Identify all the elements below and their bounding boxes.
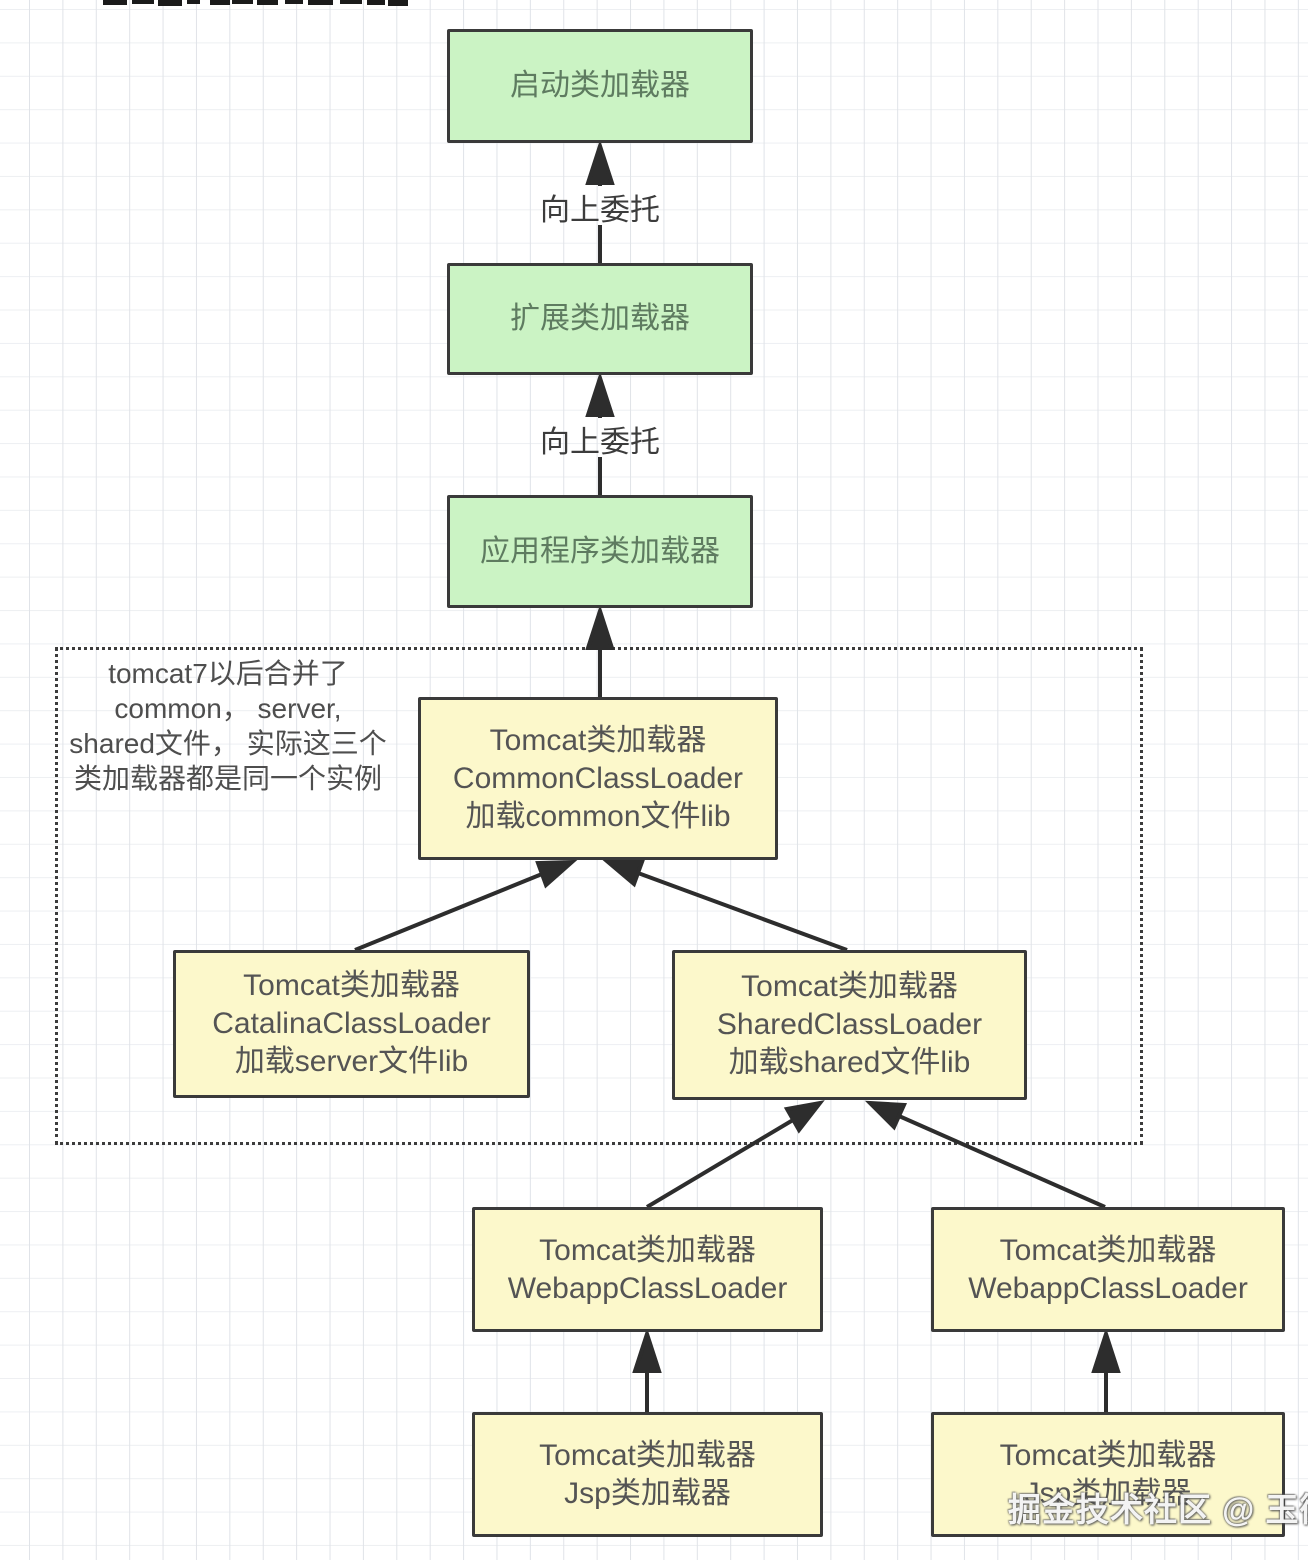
watermark-text: 掘金技术社区 @ 玉衡子 [1008,1491,1308,1528]
node-line: SharedClassLoader [716,1008,983,1041]
node-jsp-classloader-left: Tomcat类加载器 Jsp类加载器 [472,1412,823,1537]
node-line: Tomcat类加载器 [539,1233,756,1267]
node-label: 启动类加载器 [510,69,690,102]
node-line: Tomcat类加载器 [489,723,707,757]
node-label: 扩展类加载器 [510,302,690,335]
annotation-text: tomcat7以后合并了 common， server, shared文件， 实… [50,656,406,796]
node-label: 应用程序类加载器 [480,534,720,568]
node-catalina-classloader: Tomcat类加载器 CatalinaClassLoader 加载server文… [173,950,530,1098]
node-webapp-classloader-left: Tomcat类加载器 WebappClassLoader [472,1207,823,1332]
annotation-line: shared文件， 实际这三个 [69,728,387,759]
arrowhead [1091,1327,1121,1373]
annotation-line: 类加载器都是同一个实例 [73,763,382,794]
node-jsp-classloader-right: Tomcat类加载器 Jsp类加载器 [931,1412,1285,1537]
node-extension-classloader: 扩展类加载器 [447,263,753,375]
node-line: Tomcat类加载器 [999,1233,1217,1267]
node-line: Tomcat类加载器 [243,969,460,1002]
node-line: CommonClassLoader [452,761,744,795]
node-line: 加载common文件lib [465,799,731,833]
node-webapp-classloader-right: Tomcat类加载器 WebappClassLoader [931,1207,1285,1332]
arrowhead [585,139,615,185]
node-line: WebappClassLoader [968,1271,1248,1305]
node-bootstrap-classloader: 启动类加载器 [447,29,753,143]
cropped-heading-fragment [103,0,413,7]
annotation-line: tomcat7以后合并了 [108,658,348,689]
node-line: Jsp类加载器 [1024,1476,1192,1510]
edge-label-delegate-up-2: 向上委托 [540,426,660,459]
node-line: 加载server文件lib [234,1045,469,1078]
arrowhead [585,371,615,417]
arrowhead [585,604,615,650]
node-line: Tomcat类加载器 [539,1438,756,1472]
arrowhead [632,1327,662,1373]
node-shared-classloader: Tomcat类加载器 SharedClassLoader 加载shared文件l… [672,950,1027,1100]
edge-label-delegate-up-1: 向上委托 [540,194,660,227]
node-line: Tomcat类加载器 [999,1438,1217,1472]
annotation-line: common， server, [114,693,342,724]
node-line: 加载shared文件lib [728,1046,971,1079]
node-line: Tomcat类加载器 [741,970,958,1003]
node-line: CatalinaClassLoader [212,1007,491,1040]
node-line: Jsp类加载器 [564,1476,731,1510]
node-line: WebappClassLoader [507,1271,788,1305]
node-common-classloader: Tomcat类加载器 CommonClassLoader 加载common文件l… [418,697,778,860]
node-application-classloader: 应用程序类加载器 [447,495,753,608]
